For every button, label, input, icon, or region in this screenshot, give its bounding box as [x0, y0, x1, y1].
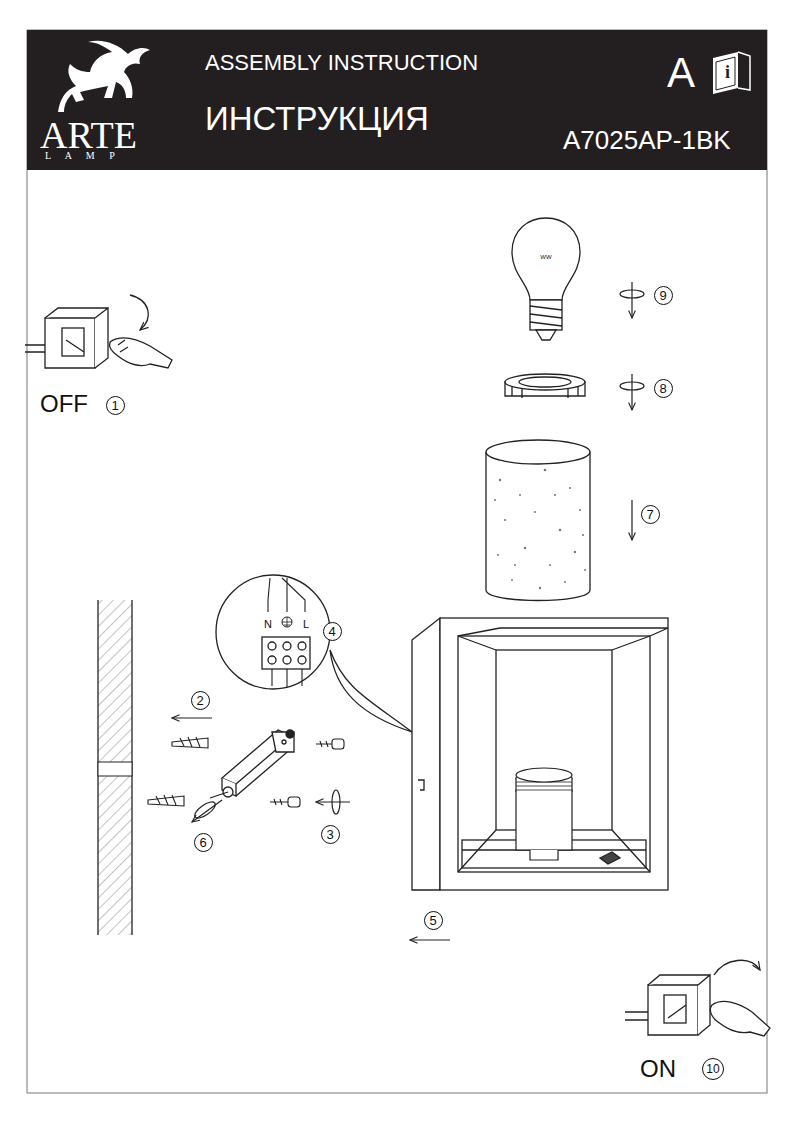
terminal-label: L — [303, 619, 309, 630]
fixing-ring — [505, 374, 585, 398]
wall-switch-on — [625, 960, 770, 1036]
model-number: A7025AP-1BK — [563, 127, 731, 153]
info-icon-letter: i — [725, 63, 730, 81]
header-title: ASSEMBLY INSTRUCTION — [205, 52, 478, 74]
header-band-ground — [27, 30, 767, 170]
brand-name: ARTE — [40, 116, 137, 154]
header-band: ARTEL A M P ASSEMBLY INSTRUCTION ИНСТРУКЦИ… — [27, 30, 767, 170]
terminal-label: N — [264, 619, 272, 630]
mounting-bracket — [210, 730, 294, 798]
callout-number: 1 — [106, 396, 125, 415]
switch-state: ON — [640, 1057, 676, 1081]
callout-number: 10 — [702, 1058, 724, 1080]
brand-subtitle: L A M P — [45, 151, 121, 161]
callout-number: 5 — [424, 911, 443, 930]
rotate-down-arrow — [620, 282, 644, 540]
bulb-marking: WW — [540, 254, 551, 260]
wall-section — [98, 600, 132, 935]
griffin-logo — [58, 41, 150, 112]
callout-number: 8 — [654, 379, 673, 398]
callout-number: 9 — [654, 286, 673, 305]
lamp-frame — [412, 618, 668, 890]
callout-number: 2 — [191, 691, 210, 710]
header-title-ru: ИНСТРУКЦИЯ — [205, 102, 429, 135]
switch-state: OFF — [40, 392, 88, 416]
glass-shade — [486, 440, 590, 601]
language-letter: A — [667, 52, 695, 94]
callout-number: 3 — [321, 825, 340, 844]
wiring-callout — [216, 575, 412, 732]
callout-number: 4 — [323, 622, 342, 641]
lamp-socket — [516, 768, 572, 860]
motion-arrows — [172, 718, 450, 940]
callout-number: 6 — [194, 833, 213, 852]
page-border — [27, 30, 767, 1093]
light-bulb — [512, 218, 580, 340]
info-book-icon — [713, 52, 750, 94]
callout-number: 7 — [641, 505, 660, 524]
wall-switch-off — [25, 295, 172, 368]
